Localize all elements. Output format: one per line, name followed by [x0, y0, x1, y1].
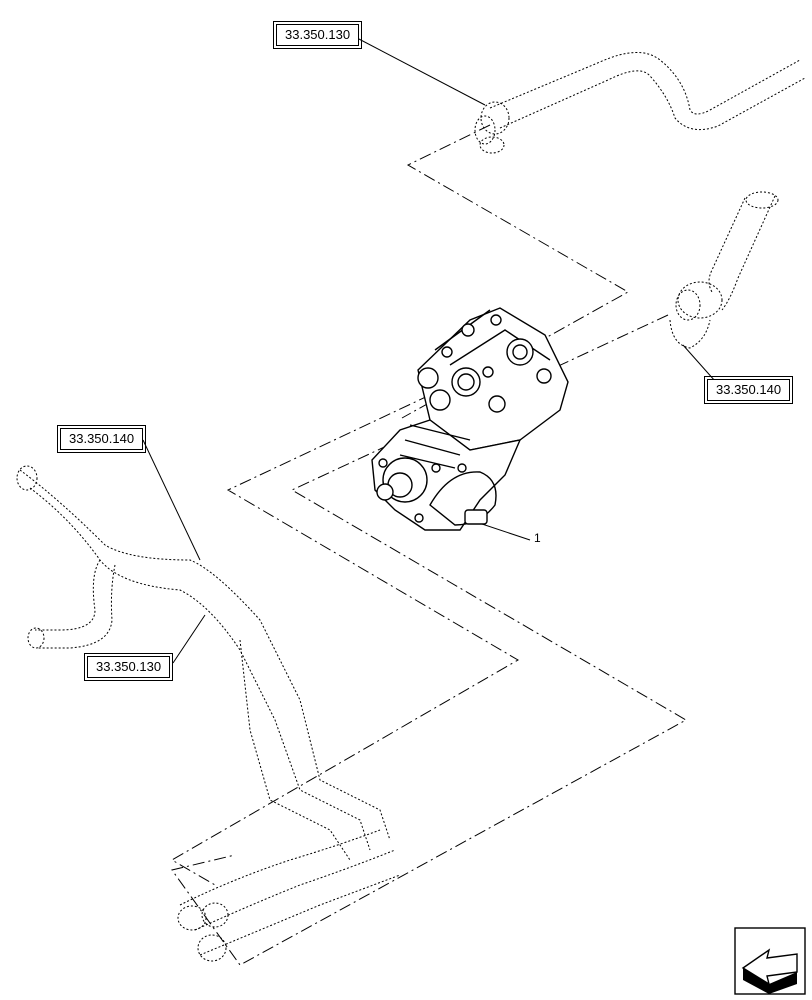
hose-top: [474, 51, 806, 154]
leader-left-lower: [172, 614, 206, 664]
hoses-left: [16, 465, 401, 962]
item-number-label: 1: [534, 531, 541, 545]
air-compressor: [371, 307, 569, 531]
route-top-hose: [401, 124, 630, 419]
callout-ref-left-lower[interactable]: 33.350.130: [83, 653, 174, 681]
hose-right: [669, 191, 779, 349]
leader-top: [356, 37, 486, 106]
routing-dashdot-lines: [171, 124, 688, 966]
leader-left-upper: [142, 439, 201, 561]
callout-ref-left-upper[interactable]: 33.350.140: [56, 425, 147, 453]
callout-ref-top[interactable]: 33.350.130: [272, 21, 363, 49]
route-left-hoses: [171, 394, 519, 886]
callout-ref-right[interactable]: 33.350.140: [703, 376, 794, 404]
leader-right: [682, 344, 716, 382]
next-page-arrow-icon[interactable]: [734, 927, 806, 995]
route-right-hose: [171, 314, 688, 966]
